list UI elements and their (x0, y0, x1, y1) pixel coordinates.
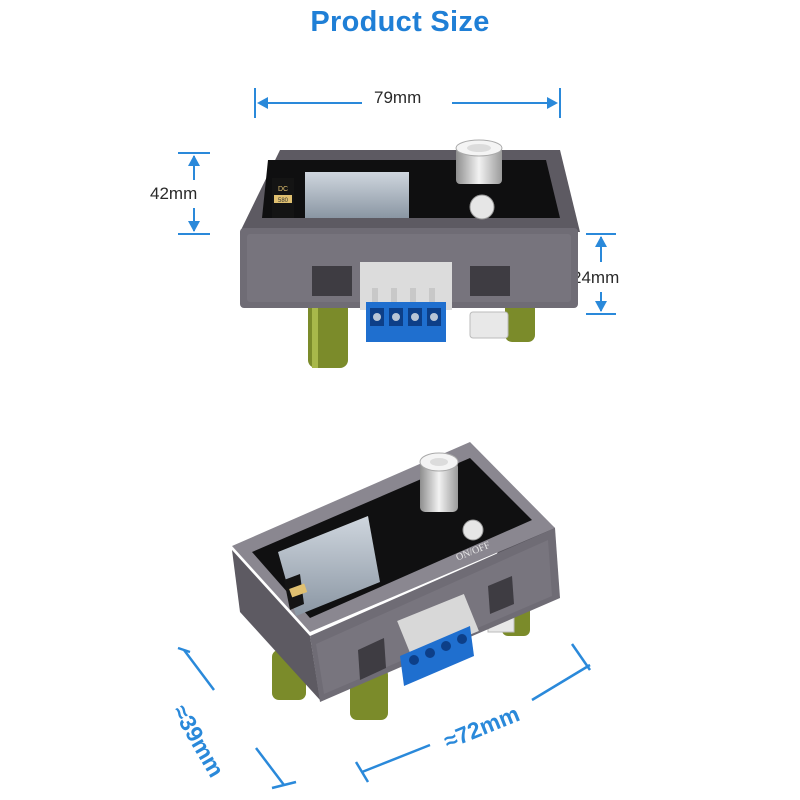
device-front-view: DC 580 (240, 139, 580, 368)
page-title: Product Size (310, 6, 490, 38)
arrow-width-bottom (354, 643, 592, 783)
arrow-depth-bottom (177, 646, 297, 790)
arrow-depth-top (586, 233, 616, 315)
dc-badge: DC (278, 186, 288, 193)
arrow-width-top (254, 88, 561, 118)
model-badge: 580 (278, 198, 289, 204)
dimension-height-top: 42mm (150, 184, 198, 203)
dimension-depth-top: 24mm (572, 268, 620, 287)
dimension-width-top: 79mm (374, 88, 422, 107)
device-angled-view: ON/OFF (232, 442, 560, 720)
arrow-height-top (178, 152, 210, 235)
